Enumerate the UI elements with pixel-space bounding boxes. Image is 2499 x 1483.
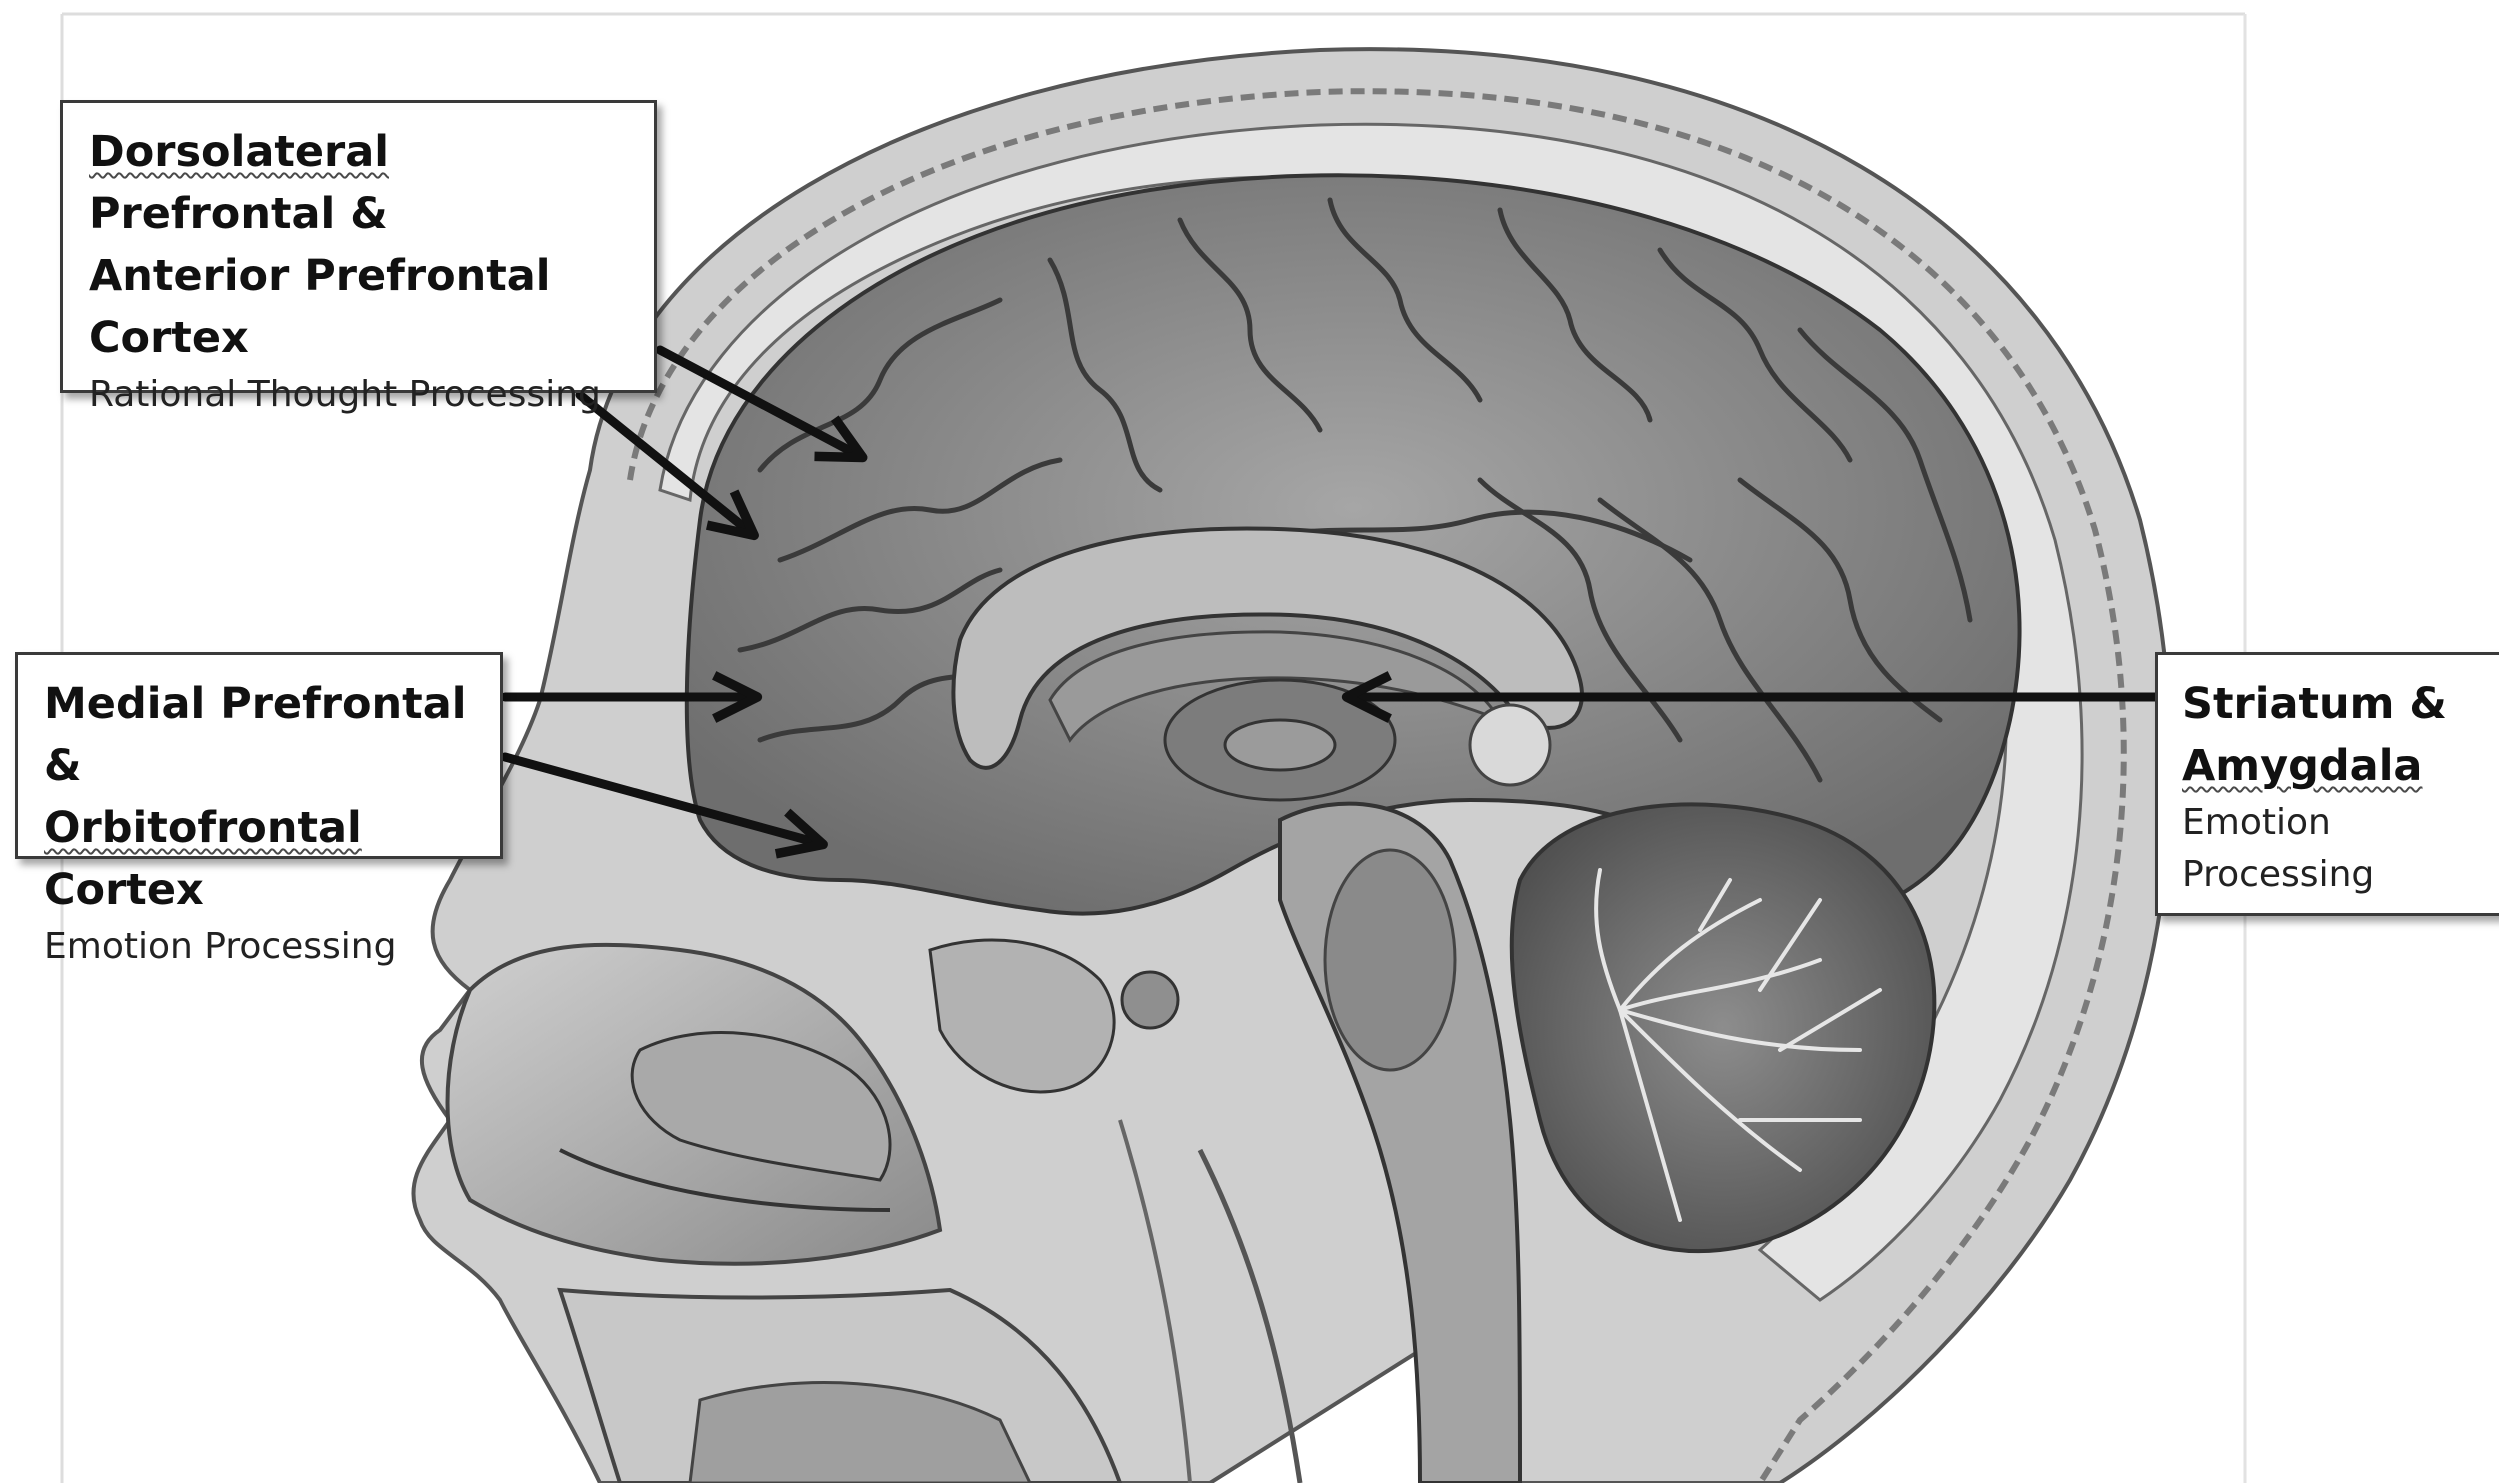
label-dlpfc-title-line2: Anterior Prefrontal (89, 245, 632, 307)
label-dlpfc-title-line1: Dorsolateral Prefrontal & (89, 121, 632, 245)
orbitofrontal-word: Orbitofrontal (44, 803, 362, 853)
pons (1325, 850, 1455, 1070)
label-mpfc-title-line1: Medial Prefrontal & (44, 673, 484, 797)
label-striatum-title-line1: Striatum & (2182, 673, 2499, 735)
label-dlpfc-title-line3: Cortex (89, 307, 632, 369)
label-striatum-subtitle-line1: Emotion (2182, 797, 2499, 849)
label-mpfc-title-line2: Orbitofrontal Cortex (44, 797, 484, 921)
dlpfc-title-rest: Prefrontal & (89, 189, 388, 239)
label-dlpfc-subtitle: Rational Thought Processing (89, 369, 632, 421)
label-mpfc-subtitle: Emotion Processing (44, 921, 484, 973)
label-dorsolateral-prefrontal: Dorsolateral Prefrontal & Anterior Prefr… (60, 100, 657, 393)
dorsolateral-word: Dorsolateral (89, 127, 389, 177)
label-striatum-title-line2: Amygdala (2182, 735, 2499, 797)
label-medial-prefrontal: Medial Prefrontal & Orbitofrontal Cortex… (15, 652, 503, 859)
amygdala-word: Amygdala (2182, 741, 2422, 791)
label-striatum-amygdala: Striatum & Amygdala Emotion Processing (2155, 652, 2499, 916)
mpfc-title-rest: Cortex (44, 865, 204, 915)
label-striatum-subtitle-line2: Processing (2182, 849, 2499, 901)
